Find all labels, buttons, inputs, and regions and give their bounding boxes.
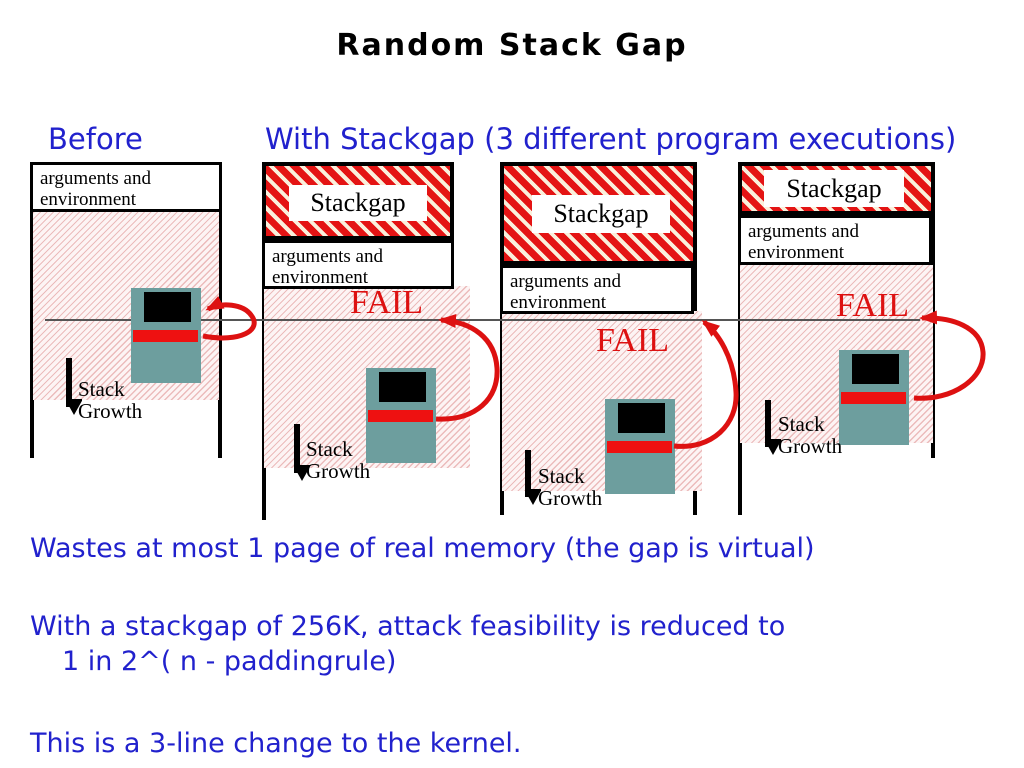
stackgap-box: Stackgap xyxy=(500,162,697,265)
header-before: Before xyxy=(48,122,143,156)
growth-word: Growth xyxy=(306,459,371,483)
args-line2: environment xyxy=(272,267,369,288)
stack-word: Stack xyxy=(778,412,825,436)
stackgap-label: Stackgap xyxy=(532,195,670,233)
stack-word: Stack xyxy=(306,437,353,461)
computer-redbar xyxy=(841,392,906,404)
column-run2: Stackgap arguments and environment FAIL … xyxy=(500,162,702,515)
computer-icon xyxy=(366,368,436,463)
slide-title: Random Stack Gap xyxy=(336,28,688,63)
args-line1: arguments and xyxy=(748,221,859,242)
note-wastes: Wastes at most 1 page of real memory (th… xyxy=(30,533,815,564)
stack-growth-label: Stack Growth xyxy=(538,465,602,509)
stack-growth-label: Stack Growth xyxy=(306,438,370,482)
fail-label: FAIL xyxy=(350,284,424,321)
arguments-environment-box: arguments and environment xyxy=(738,215,932,265)
args-line1: arguments and xyxy=(272,246,383,267)
note-kernel-change: This is a 3-line change to the kernel. xyxy=(30,728,522,759)
stackgap-box: Stackgap xyxy=(738,162,935,215)
stackgap-label: Stackgap xyxy=(764,170,904,207)
column-run3: Stackgap arguments and environment FAIL … xyxy=(738,162,935,515)
column-border-left xyxy=(30,162,34,458)
computer-icon xyxy=(131,288,201,383)
stack-word: Stack xyxy=(538,464,585,488)
args-line1: arguments and xyxy=(40,168,151,189)
stackgap-box: Stackgap xyxy=(262,162,454,240)
column-run1: Stackgap arguments and environment FAIL … xyxy=(262,162,470,520)
args-line2: environment xyxy=(40,189,137,210)
column-before: arguments and environment Stack Growth xyxy=(30,162,222,458)
stack-region xyxy=(740,265,933,443)
computer-icon xyxy=(839,350,909,445)
column-border-right xyxy=(931,162,935,458)
args-line2: environment xyxy=(748,242,845,263)
computer-screen xyxy=(379,372,426,402)
computer-screen xyxy=(618,403,665,433)
note-probability: 1 in 2^( n - paddingrule) xyxy=(62,646,397,677)
note-stackgap-256k: With a stackgap of 256K, attack feasibil… xyxy=(30,611,786,642)
computer-screen xyxy=(144,292,191,322)
args-line1: arguments and xyxy=(510,271,621,292)
args-line2: environment xyxy=(510,292,607,313)
arguments-environment-box: arguments and environment xyxy=(262,240,454,289)
computer-redbar xyxy=(368,410,433,422)
stackgap-label: Stackgap xyxy=(289,185,427,221)
computer-screen xyxy=(852,354,899,384)
arguments-environment-box: arguments and environment xyxy=(30,162,222,212)
computer-icon xyxy=(605,399,675,494)
growth-word: Growth xyxy=(778,434,843,458)
growth-word: Growth xyxy=(538,486,603,510)
arguments-environment-box: arguments and environment xyxy=(500,265,694,314)
fail-label: FAIL xyxy=(836,287,910,324)
header-with-stackgap: With Stackgap (3 different program execu… xyxy=(265,122,957,156)
fail-label: FAIL xyxy=(596,322,670,359)
stack-growth-label: Stack Growth xyxy=(778,413,842,457)
stack-region xyxy=(33,212,219,400)
computer-redbar xyxy=(133,330,198,342)
growth-word: Growth xyxy=(78,399,143,423)
stack-word: Stack xyxy=(78,377,125,401)
computer-redbar xyxy=(607,441,672,453)
stack-growth-label: Stack Growth xyxy=(78,378,142,422)
